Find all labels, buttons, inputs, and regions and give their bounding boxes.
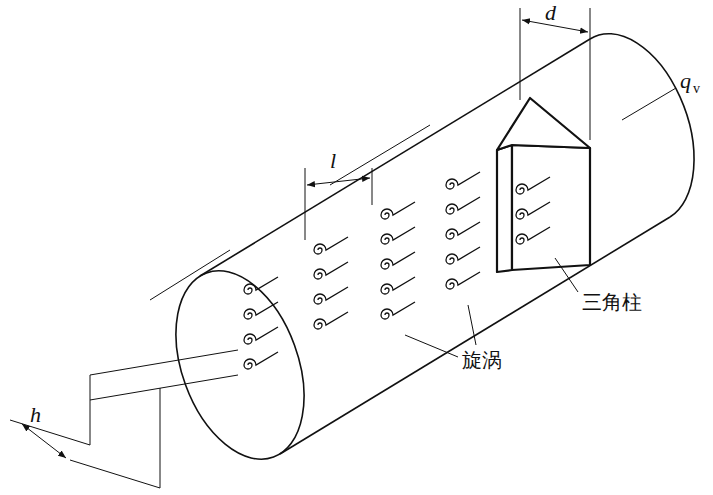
dimension-label: l — [330, 150, 336, 172]
flow-rate-symbol: q — [680, 70, 691, 92]
flow-rate-subscript: v — [693, 82, 700, 96]
dimension-label: h — [30, 404, 41, 426]
dimension-lines — [10, 8, 676, 488]
axis-lines — [150, 125, 430, 300]
dimension-label: d — [545, 2, 556, 24]
part-label: 三角柱 — [582, 292, 642, 312]
triangular-prism — [497, 98, 590, 272]
part-label: 旋涡 — [462, 350, 502, 370]
prism-spirals — [516, 177, 550, 244]
pipe-body — [152, 34, 694, 477]
